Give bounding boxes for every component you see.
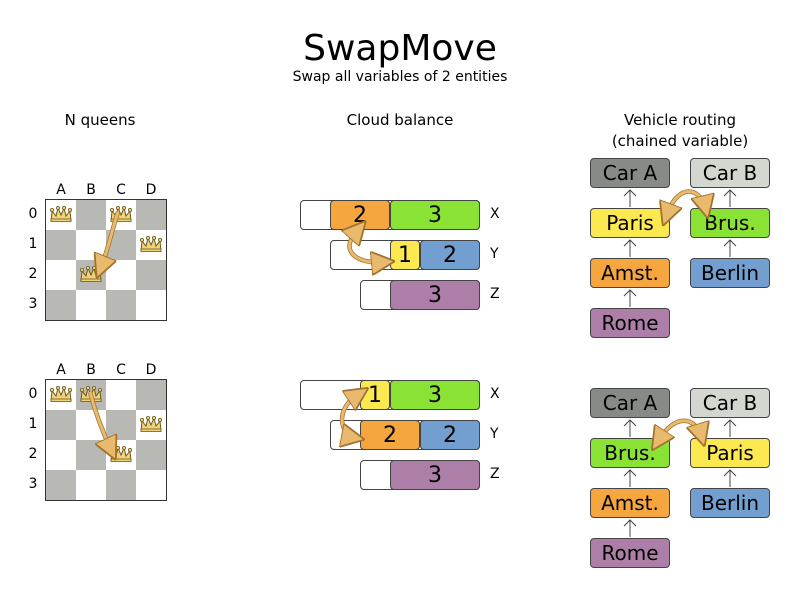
board-square (46, 470, 76, 500)
board-square (106, 290, 136, 320)
board-square (46, 230, 76, 260)
queen-icon (139, 415, 163, 437)
column-label: C (116, 182, 126, 198)
board-square (46, 380, 76, 410)
process-bar: 3 (390, 200, 480, 230)
row-label: 3 (28, 476, 38, 492)
column-label: D (145, 362, 157, 378)
row-label: 2 (28, 446, 38, 462)
queens-after-swap-arrow-fill (88, 391, 112, 452)
cloud-after-swap-arrow-fill (342, 396, 356, 438)
customer-stop: Brus. (690, 208, 770, 238)
row-label: 0 (28, 386, 38, 402)
board-square (136, 440, 166, 470)
vehicle-after-swap-arrow-fill (660, 419, 702, 438)
chain-arrow-icon (723, 469, 737, 487)
customer-stop: Paris (590, 208, 670, 238)
board-square (76, 290, 106, 320)
computer-label: Z (490, 286, 500, 302)
board-square (136, 260, 166, 290)
chain-arrow-icon (623, 289, 637, 307)
process-bar: 2 (420, 420, 480, 450)
chain-arrow-icon (723, 419, 737, 437)
computer-label: Y (490, 246, 499, 262)
process-bar: 2 (420, 240, 480, 270)
customer-stop: Rome (590, 538, 670, 568)
computer-label: Y (490, 426, 499, 442)
computer-label: X (490, 206, 500, 222)
board-square (106, 200, 136, 230)
vehicle-column-title-line2: (chained variable) (611, 132, 749, 150)
chain-arrow-icon (623, 519, 637, 537)
row-label: 1 (28, 416, 38, 432)
queens-column-title: N queens (64, 111, 136, 129)
board-square (136, 230, 166, 260)
vehicle-car-a: Car A (590, 388, 670, 418)
board-square (76, 200, 106, 230)
process-bar: 3 (390, 380, 480, 410)
cloud-column-title: Cloud balance (346, 111, 454, 129)
customer-stop: Amst. (590, 258, 670, 288)
board-square (46, 410, 76, 440)
row-label: 3 (28, 296, 38, 312)
board-square (76, 470, 106, 500)
chain-arrow-icon (623, 419, 637, 437)
page-subtitle: Swap all variables of 2 entities (292, 69, 508, 85)
customer-stop: Berlin (690, 258, 770, 288)
queen-icon (139, 235, 163, 257)
process-bar: 3 (390, 280, 480, 310)
vehicle-column-title-line1: Vehicle routing (623, 111, 736, 129)
board-square (106, 470, 136, 500)
board-square (46, 260, 76, 290)
column-label: A (56, 182, 66, 198)
column-label: B (86, 362, 96, 378)
vehicle-car-a: Car A (590, 158, 670, 188)
chain-arrow-icon (623, 469, 637, 487)
column-label: B (86, 182, 96, 198)
vehicle-car-b: Car B (690, 158, 770, 188)
row-label: 0 (28, 206, 38, 222)
chain-arrow-icon (623, 189, 637, 207)
queen-icon (49, 205, 73, 227)
chain-arrow-icon (623, 239, 637, 257)
board-square (106, 380, 136, 410)
process-bar: 3 (390, 460, 480, 490)
board-square (136, 200, 166, 230)
board-square (136, 410, 166, 440)
column-label: A (56, 362, 66, 378)
board-square (136, 380, 166, 410)
board-square (136, 470, 166, 500)
cloud-before-swap-arrow-fill (350, 232, 386, 262)
chain-arrow-icon (723, 189, 737, 207)
row-label: 2 (28, 266, 38, 282)
board-square (136, 290, 166, 320)
computer-label: Z (490, 466, 500, 482)
page-title: SwapMove (303, 28, 497, 69)
queen-icon (49, 385, 73, 407)
vehicle-car-b: Car B (690, 388, 770, 418)
vehicle-before-swap-arrow-fill (668, 190, 706, 212)
queens-before-swap-arrow-fill (100, 211, 120, 270)
chess-board (45, 199, 167, 321)
customer-stop: Amst. (590, 488, 670, 518)
board-square (46, 440, 76, 470)
computer-label: X (490, 386, 500, 402)
row-label: 1 (28, 236, 38, 252)
column-label: C (116, 362, 126, 378)
column-label: D (145, 182, 157, 198)
board-square (46, 290, 76, 320)
customer-stop: Berlin (690, 488, 770, 518)
customer-stop: Rome (590, 308, 670, 338)
board-square (46, 200, 76, 230)
chain-arrow-icon (723, 239, 737, 257)
